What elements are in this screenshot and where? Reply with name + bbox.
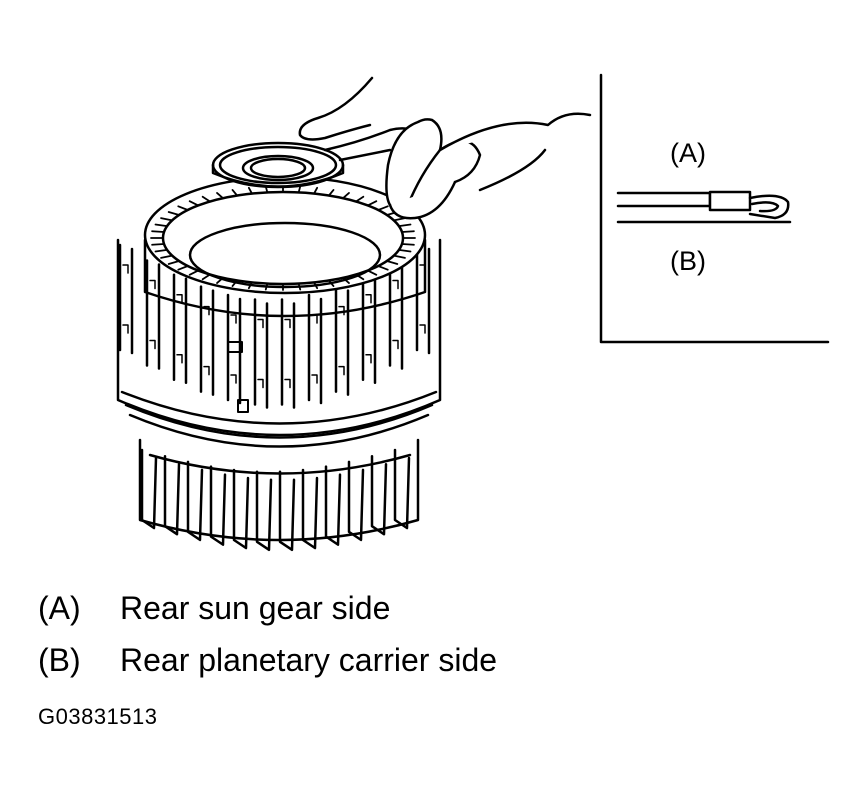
figure-id: G03831513 bbox=[38, 704, 158, 729]
lug-tab bbox=[149, 279, 156, 350]
ring-tooth bbox=[398, 223, 412, 227]
ring-tooth bbox=[386, 260, 399, 265]
ring-tooth bbox=[355, 195, 365, 203]
ring-tooth bbox=[247, 186, 253, 195]
drum-lug bbox=[388, 259, 404, 370]
ring-tooth bbox=[342, 276, 350, 284]
gear-tooth bbox=[232, 468, 250, 550]
lug-tab bbox=[365, 293, 372, 364]
lug-tab bbox=[284, 318, 291, 389]
ring-tooth bbox=[377, 205, 389, 211]
ring-tooth bbox=[392, 254, 406, 259]
legend-key-a: (A) bbox=[38, 590, 81, 626]
drum-lug bbox=[361, 273, 377, 384]
gear-tooth bbox=[209, 465, 227, 546]
thrust-bearing bbox=[211, 141, 345, 189]
ring-tooth bbox=[160, 217, 174, 222]
inset-label-b: (B) bbox=[670, 246, 706, 276]
legend-text-a: Rear sun gear side bbox=[120, 590, 391, 626]
ring-tooth bbox=[177, 265, 189, 271]
ring-gear bbox=[143, 175, 427, 318]
ring-tooth bbox=[366, 200, 378, 207]
drum-lug bbox=[172, 273, 188, 384]
gear-teeth bbox=[140, 448, 411, 552]
legend-key-b: (B) bbox=[38, 642, 81, 678]
drum-lug bbox=[307, 293, 323, 405]
hand bbox=[298, 76, 592, 220]
lug-tab bbox=[176, 293, 183, 364]
ring-tooth bbox=[355, 273, 365, 281]
gear-tooth bbox=[255, 470, 273, 552]
ring-tooth bbox=[231, 189, 238, 197]
gear-tooth bbox=[301, 468, 319, 550]
ring-tooth bbox=[160, 254, 174, 259]
ring-tooth bbox=[328, 279, 335, 287]
gear-tooth bbox=[163, 454, 181, 536]
ring-tooth bbox=[313, 281, 319, 290]
ring-tooth bbox=[188, 200, 200, 207]
legend-text-b: Rear planetary carrier side bbox=[120, 642, 498, 678]
drum-lugs bbox=[118, 243, 431, 409]
drum-lug bbox=[334, 285, 350, 396]
ring-tooth bbox=[188, 269, 200, 276]
ring-tooth bbox=[366, 269, 378, 276]
ring-tooth bbox=[167, 211, 180, 216]
ring-tooth bbox=[313, 186, 319, 195]
detail-inset bbox=[599, 73, 830, 344]
gear-tooth bbox=[324, 465, 342, 546]
ring-tooth bbox=[297, 185, 302, 194]
lug-tab bbox=[257, 318, 264, 389]
drum-lug bbox=[199, 285, 215, 396]
gear-tooth bbox=[278, 470, 296, 552]
ring-teeth bbox=[150, 185, 416, 291]
ring-tooth bbox=[328, 189, 335, 197]
ring-tooth bbox=[297, 282, 302, 291]
gear-tooth bbox=[347, 460, 365, 542]
ring-tooth bbox=[154, 223, 168, 227]
lug-tab bbox=[230, 314, 237, 384]
ring-tooth bbox=[216, 276, 224, 284]
ring-tooth bbox=[247, 281, 253, 290]
gear-tooth bbox=[140, 448, 158, 530]
ring-tooth bbox=[167, 260, 180, 265]
ring-tooth bbox=[151, 243, 165, 246]
ring-tooth bbox=[231, 279, 238, 287]
lug-tab bbox=[203, 305, 210, 376]
legend-row-a: (A) Rear sun gear side bbox=[38, 590, 390, 626]
lug-tab bbox=[392, 279, 399, 350]
ring-tooth bbox=[201, 273, 211, 281]
ring-tooth bbox=[264, 282, 269, 291]
bottom-gear bbox=[138, 438, 420, 552]
gear-tooth bbox=[370, 454, 388, 536]
ring-tooth bbox=[401, 243, 415, 246]
legend-row-b: (B) Rear planetary carrier side bbox=[38, 642, 497, 678]
gear-tooth bbox=[393, 448, 411, 530]
gear-tooth bbox=[186, 460, 204, 542]
clutch-drum bbox=[116, 238, 442, 448]
ring-tooth bbox=[151, 230, 165, 233]
drum-lug bbox=[415, 243, 431, 355]
lug-tab bbox=[122, 264, 129, 334]
ring-tooth bbox=[216, 192, 224, 200]
inset-label-a: (A) bbox=[670, 138, 706, 168]
drum-lug bbox=[253, 298, 269, 409]
ring-tooth bbox=[201, 195, 211, 203]
ring-tooth bbox=[154, 249, 168, 253]
ring-tooth bbox=[342, 192, 350, 200]
ring-tooth bbox=[398, 249, 412, 253]
ring-tooth bbox=[177, 205, 189, 211]
ring-tooth bbox=[377, 265, 389, 271]
ring-tooth bbox=[401, 230, 415, 233]
drum-lug bbox=[145, 259, 161, 370]
drum-lug bbox=[118, 243, 134, 355]
